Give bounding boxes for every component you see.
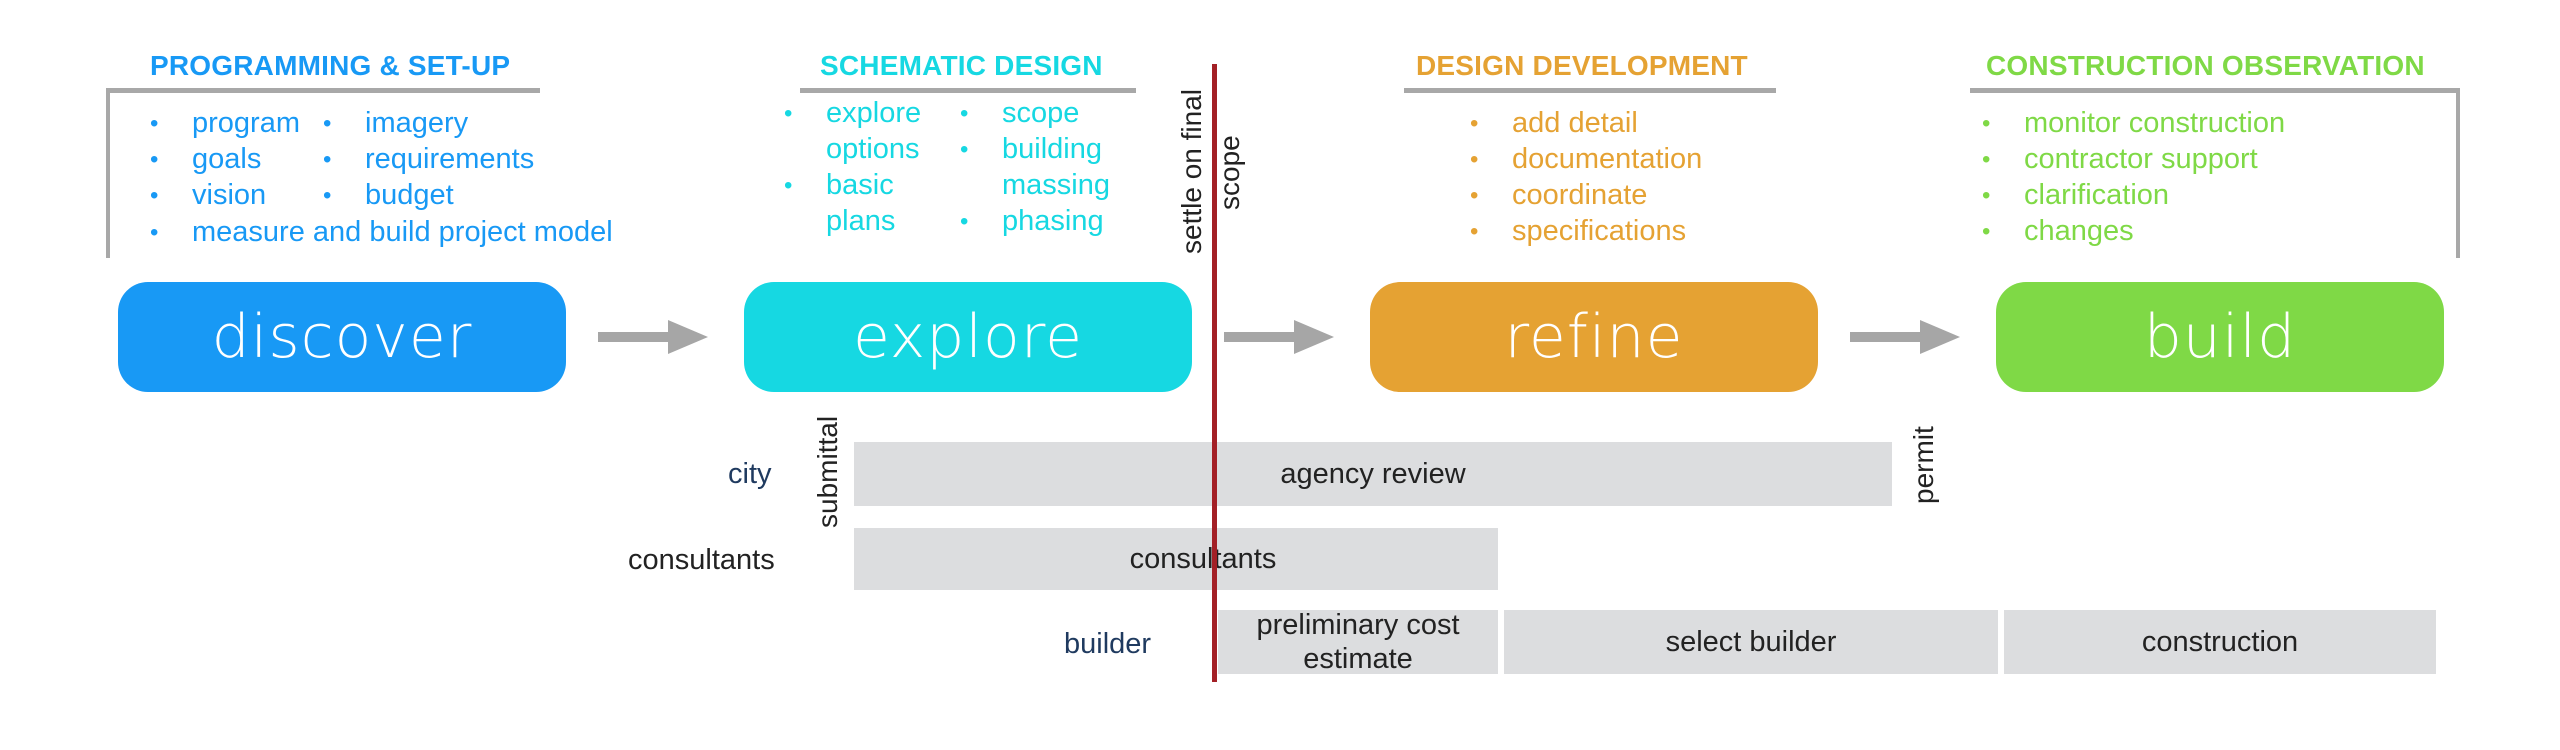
settle-on-final-label: settle on final bbox=[1176, 89, 1207, 254]
list-item: scope bbox=[1002, 97, 1080, 129]
list-item: measure and build project model bbox=[192, 216, 613, 248]
list-item: massing bbox=[1002, 169, 1110, 201]
programming-bracket-top bbox=[106, 88, 540, 93]
bullet-icon: • bbox=[960, 208, 969, 235]
construction-bracket-side bbox=[2456, 88, 2460, 258]
construction-bracket-top bbox=[1970, 88, 2460, 93]
list-item: plans bbox=[826, 205, 896, 237]
arrow-right-icon bbox=[1224, 320, 1334, 354]
select-builder-bar: select builder bbox=[1504, 610, 1998, 674]
bullet-icon: • bbox=[1470, 146, 1479, 173]
consultants-row-label: consultants bbox=[628, 544, 775, 576]
list-item: vision bbox=[192, 179, 267, 211]
list-item: budget bbox=[365, 179, 454, 211]
permit-label: permit bbox=[1908, 426, 1939, 504]
agency-review-label: agency review bbox=[1280, 458, 1466, 490]
bullet-icon: • bbox=[150, 182, 159, 209]
scope-label: scope bbox=[1214, 135, 1245, 210]
build-phase: build bbox=[1996, 282, 2444, 392]
bullet-icon: • bbox=[960, 100, 969, 127]
construction-observation-heading: CONSTRUCTION OBSERVATION bbox=[1986, 50, 2425, 81]
select-builder-label: select builder bbox=[1665, 626, 1837, 658]
programming-bracket-side bbox=[106, 88, 110, 258]
arrow-right-icon bbox=[1850, 320, 1960, 354]
list-item: goals bbox=[192, 143, 262, 175]
settle-on-final-scope-line-overlay bbox=[1212, 440, 1217, 682]
bullet-icon: • bbox=[1982, 110, 1991, 137]
list-item: documentation bbox=[1512, 143, 1703, 175]
bullet-icon: • bbox=[150, 110, 159, 137]
list-item: add detail bbox=[1512, 107, 1638, 139]
bullet-icon: • bbox=[1470, 218, 1479, 245]
refine-phase: refine bbox=[1370, 282, 1818, 392]
list-item: clarification bbox=[2024, 179, 2170, 211]
list-item: explore bbox=[826, 97, 922, 129]
bullet-icon: • bbox=[1470, 182, 1479, 209]
list-item: program bbox=[192, 107, 300, 139]
list-item: phasing bbox=[1002, 205, 1104, 237]
bullet-icon: • bbox=[323, 182, 332, 209]
construction-bar: construction bbox=[2004, 610, 2436, 674]
list-item: building bbox=[1002, 133, 1102, 165]
list-item: basic bbox=[826, 169, 894, 201]
bullet-icon: • bbox=[150, 219, 159, 246]
design-development-bracket-top bbox=[1404, 88, 1776, 93]
preliminary-cost-estimate-bar: preliminary cost estimate bbox=[1218, 609, 1498, 675]
bullet-icon: • bbox=[1982, 218, 1991, 245]
bullet-icon: • bbox=[1470, 110, 1479, 137]
construction-label: construction bbox=[2141, 626, 2299, 658]
arrow-right-icon bbox=[598, 320, 708, 354]
list-item: contractor support bbox=[2024, 143, 2258, 175]
preliminary-cost-label-line1: preliminary cost bbox=[1256, 609, 1460, 641]
bullet-icon: • bbox=[323, 110, 332, 137]
submittal-label: submittal bbox=[812, 415, 843, 528]
schematic-design-heading: SCHEMATIC DESIGN bbox=[820, 50, 1103, 81]
bullet-icon: • bbox=[784, 100, 793, 127]
list-item: requirements bbox=[365, 143, 535, 175]
bullet-icon: • bbox=[1982, 146, 1991, 173]
schematic-bracket-top bbox=[800, 88, 1136, 93]
list-item: options bbox=[826, 133, 920, 165]
explore-phase: explore bbox=[744, 282, 1192, 392]
agency-review-bar: agency review bbox=[854, 442, 1892, 506]
bullet-icon: • bbox=[323, 146, 332, 173]
list-item: specifications bbox=[1512, 215, 1687, 247]
bullet-icon: • bbox=[1982, 182, 1991, 209]
preliminary-cost-label-line2: estimate bbox=[1303, 643, 1413, 675]
consultants-bar-label: consultants bbox=[1129, 543, 1277, 575]
consultants-bar: consultants bbox=[854, 528, 1498, 590]
bullet-icon: • bbox=[150, 146, 159, 173]
discover-phase: discover bbox=[118, 282, 566, 392]
design-development-heading: DESIGN DEVELOPMENT bbox=[1416, 50, 1748, 81]
bullet-icon: • bbox=[784, 172, 793, 199]
builder-row-label: builder bbox=[1064, 628, 1152, 660]
settle-on-final-scope-line bbox=[1212, 64, 1217, 682]
bullet-icon: • bbox=[960, 136, 969, 163]
list-item: changes bbox=[2024, 215, 2134, 247]
list-item: monitor construction bbox=[2024, 107, 2286, 139]
list-item: coordinate bbox=[1512, 179, 1648, 211]
city-row-label: city bbox=[728, 458, 772, 490]
programming-setup-heading: PROGRAMMING & SET-UP bbox=[150, 50, 511, 81]
list-item: imagery bbox=[365, 107, 469, 139]
